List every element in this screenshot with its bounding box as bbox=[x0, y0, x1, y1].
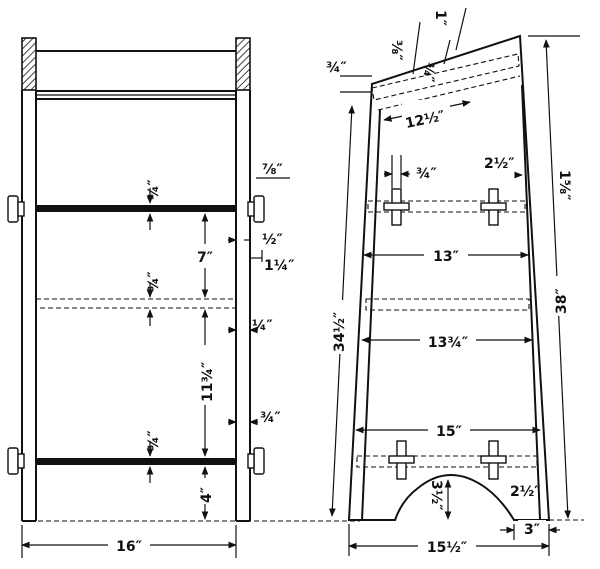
front-view: 7″ 11¾″ 4″ ¾″ ¾″ ¾″ ⅞″ ½″ 1¼″ ¼″ ¾″ bbox=[7, 37, 360, 558]
dim-bolt-offset: ⅞″ bbox=[262, 162, 283, 178]
dim-shelf-15: 15″ bbox=[436, 424, 462, 440]
top-board-hidden bbox=[371, 53, 520, 101]
shelf-1-hidden bbox=[367, 200, 526, 213]
shelf-2-hidden bbox=[365, 298, 530, 311]
dim-rear-height: 38″ bbox=[554, 288, 570, 314]
bolt-head-left-top bbox=[7, 195, 19, 223]
shelf-1 bbox=[36, 205, 236, 212]
dim-base-width: 15½″ bbox=[427, 540, 467, 556]
dim-top-b: ⅜″ bbox=[388, 40, 404, 61]
dim-top-spacing: 7″ bbox=[197, 250, 213, 266]
bolt-head-right-bottom bbox=[253, 447, 265, 475]
dim-bolt-width: ¾″ bbox=[416, 166, 437, 182]
dim-front-height: 34½″ bbox=[332, 312, 348, 352]
front-leg-inner bbox=[361, 109, 381, 521]
bolt-head-right-top bbox=[253, 195, 265, 223]
dim-top-c: ¾″ bbox=[420, 62, 436, 83]
dim-arch-height: 3½″ bbox=[428, 480, 444, 511]
side-view: ¾″ ⅜″ ¾″ 1″ 12½″ ¾″ 2½″ 1⅝″ 13″ 13¾″ 15″… bbox=[326, 7, 584, 558]
bolt-symbol-1 bbox=[383, 188, 410, 226]
rear-leg-inner bbox=[521, 84, 541, 521]
dim-offset-d: ¾″ bbox=[260, 410, 281, 426]
dim-bottom-bolt-offset: 2½″ bbox=[510, 484, 541, 500]
bolt-symbol-3 bbox=[388, 440, 415, 480]
dim-shelf-thickness-3: ¾″ bbox=[146, 430, 162, 451]
dim-offset-c: ¼″ bbox=[252, 318, 273, 334]
dim-offset-b: 1¼″ bbox=[264, 258, 295, 274]
dim-bolt-spacing: 2½″ bbox=[484, 156, 515, 172]
dim-overall-width: 16″ bbox=[116, 539, 142, 555]
dim-shelf-13-75: 13¾″ bbox=[428, 335, 468, 351]
dim-shelf-13: 13″ bbox=[433, 249, 459, 265]
dim-leg-width: 3″ bbox=[524, 522, 540, 538]
dim-offset-a: ½″ bbox=[262, 232, 283, 248]
shelf-3 bbox=[36, 458, 236, 465]
dim-shelf-thickness-2: ¾″ bbox=[146, 271, 162, 292]
dim-bottom-offset: 4″ bbox=[199, 487, 215, 503]
dim-middle-spacing: 11¾″ bbox=[200, 362, 216, 402]
bolt-symbol-4 bbox=[480, 440, 507, 480]
dim-shelf-thickness-1: ¾″ bbox=[146, 179, 162, 200]
left-end-grain bbox=[21, 37, 37, 91]
side-panel-outline bbox=[347, 34, 551, 521]
shelf-3-hidden bbox=[356, 455, 538, 468]
bolt-symbol-2 bbox=[480, 188, 507, 226]
dim-top-d: 1″ bbox=[432, 10, 448, 26]
dim-top-offset: 1⅝″ bbox=[556, 170, 572, 201]
bolt-head-left-bottom bbox=[7, 447, 19, 475]
right-end-grain bbox=[235, 37, 251, 91]
shelf-2-hidden bbox=[35, 298, 237, 309]
dim-top-a: ¾″ bbox=[326, 60, 347, 76]
